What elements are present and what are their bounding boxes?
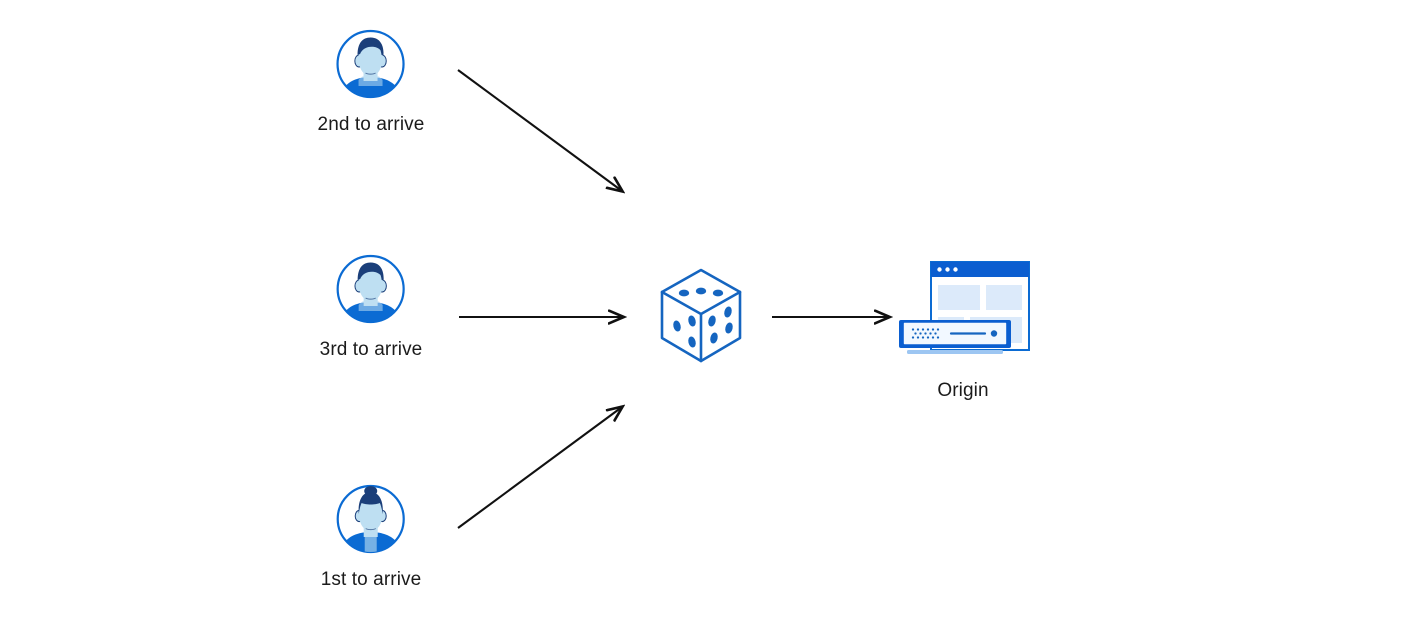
node-label: 3rd to arrive <box>319 339 423 360</box>
user-avatar-bun-hair-icon <box>335 483 407 555</box>
node-client-2nd[interactable]: 2nd to arrive <box>318 28 425 137</box>
node-client-1st[interactable]: 1st to arrive <box>321 483 422 592</box>
node-label: Origin <box>937 380 989 401</box>
node-randomizer[interactable] <box>655 264 747 368</box>
user-avatar-short-hair-icon <box>335 28 407 100</box>
node-client-3rd[interactable]: 3rd to arrive <box>320 253 423 362</box>
node-label: 2nd to arrive <box>317 114 425 135</box>
arrow-2nd-to-dice <box>457 69 622 191</box>
dice-icon <box>655 264 747 368</box>
user-avatar-short-hair-icon <box>335 253 407 325</box>
node-label: 1st to arrive <box>320 569 422 590</box>
node-origin[interactable]: Origin <box>893 258 1033 403</box>
server-device-icon <box>899 320 1011 354</box>
arrow-1st-to-dice <box>457 407 622 529</box>
origin-server-icon <box>893 258 1033 364</box>
